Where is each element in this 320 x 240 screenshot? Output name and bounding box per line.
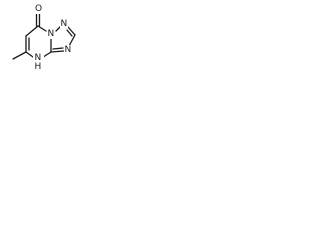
structure-diagram: O N N N N H: [12, 3, 76, 72]
triazole-nitrogen-right-label: N: [65, 45, 72, 55]
oxygen-label: O: [35, 4, 42, 14]
bond-n4-c5: [25, 51, 34, 58]
bond-methyl: [12, 51, 27, 60]
atom-labels: O N N N N H: [33, 3, 72, 72]
nh-nitrogen-label: N: [35, 53, 42, 63]
bond-c9-n3-inner: [52, 47, 64, 50]
bond-c9-n4: [43, 51, 52, 58]
bond-n3-c9: [50, 50, 65, 53]
bond-n1-c2: [67, 26, 76, 36]
bonds: [12, 13, 76, 60]
bond-n1-c2-inner: [66, 29, 73, 37]
bond-c6-c7: [25, 25, 39, 37]
bond-c2-n3: [68, 34, 76, 47]
triazole-nitrogen-top-label: N: [61, 19, 68, 29]
nh-hydrogen-label: H: [35, 62, 42, 72]
bridge-nitrogen-label: N: [48, 29, 55, 39]
bond-c7-n8: [37, 25, 47, 32]
